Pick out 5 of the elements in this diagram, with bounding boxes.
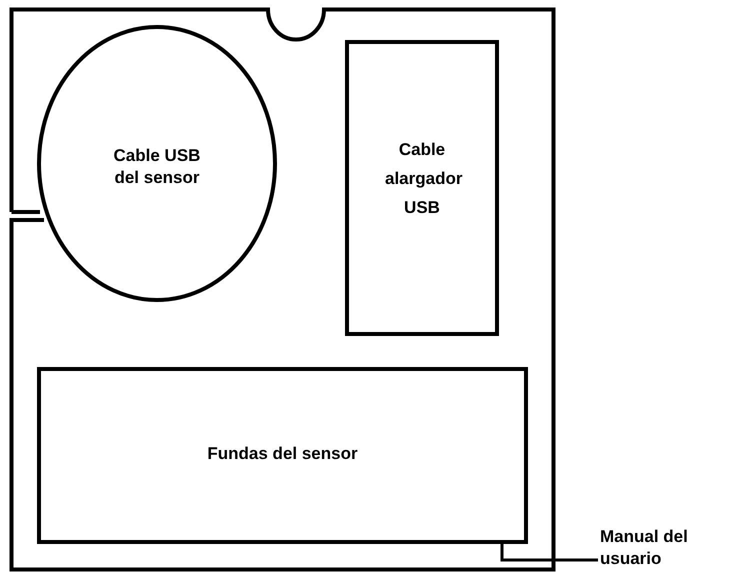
leader-line bbox=[500, 544, 598, 562]
callout-text: Manual del usuario bbox=[600, 526, 688, 572]
compartment-label: Fundas del sensor bbox=[206, 443, 359, 465]
compartment-label: Cable USB del sensor bbox=[112, 145, 202, 189]
compartment-label: Cable alargador USB bbox=[384, 139, 464, 219]
